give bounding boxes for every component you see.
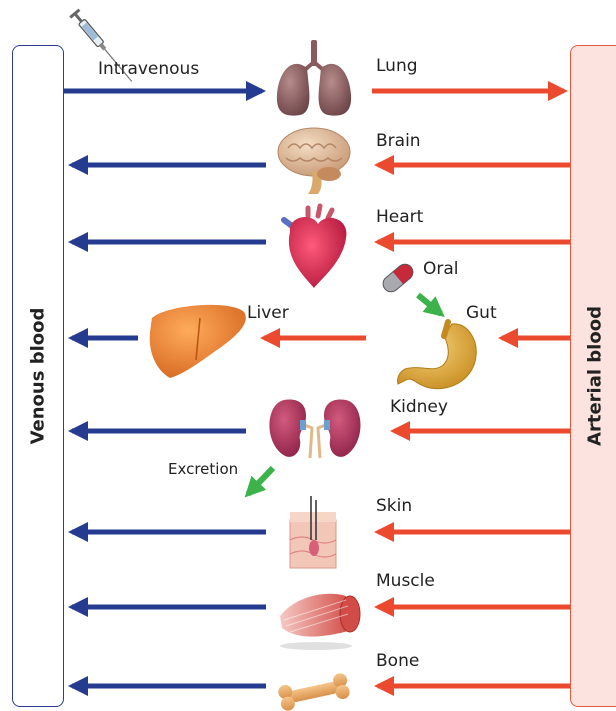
arrow-oral-to-gut (418, 295, 441, 314)
organ-label-kidney: Kidney (390, 399, 448, 416)
organ-label-lung: Lung (376, 58, 418, 75)
pill-icon (380, 261, 416, 295)
muscle-icon (280, 594, 360, 650)
liver-icon (150, 305, 246, 378)
route-label-intravenous: Intravenous (98, 61, 199, 78)
organ-label-skin: Skin (376, 498, 412, 515)
route-label-oral: Oral (423, 261, 459, 278)
arrow-kidney-excretion (248, 468, 273, 494)
kidney-icon (269, 400, 360, 458)
organ-label-bone: Bone (376, 653, 419, 670)
organ-label-gut: Gut (466, 305, 497, 322)
skin-icon (290, 496, 336, 568)
bone-icon (277, 672, 351, 711)
organ-label-brain: Brain (376, 133, 421, 150)
lung-icon (277, 40, 351, 116)
heart-icon (284, 206, 346, 288)
gut-icon (398, 322, 477, 389)
route-label-excretion: Excretion (168, 462, 238, 477)
brain-icon (278, 128, 350, 194)
organ-label-heart: Heart (376, 209, 423, 226)
organ-label-liver: Liver (247, 305, 289, 322)
organ-label-muscle: Muscle (376, 573, 435, 590)
